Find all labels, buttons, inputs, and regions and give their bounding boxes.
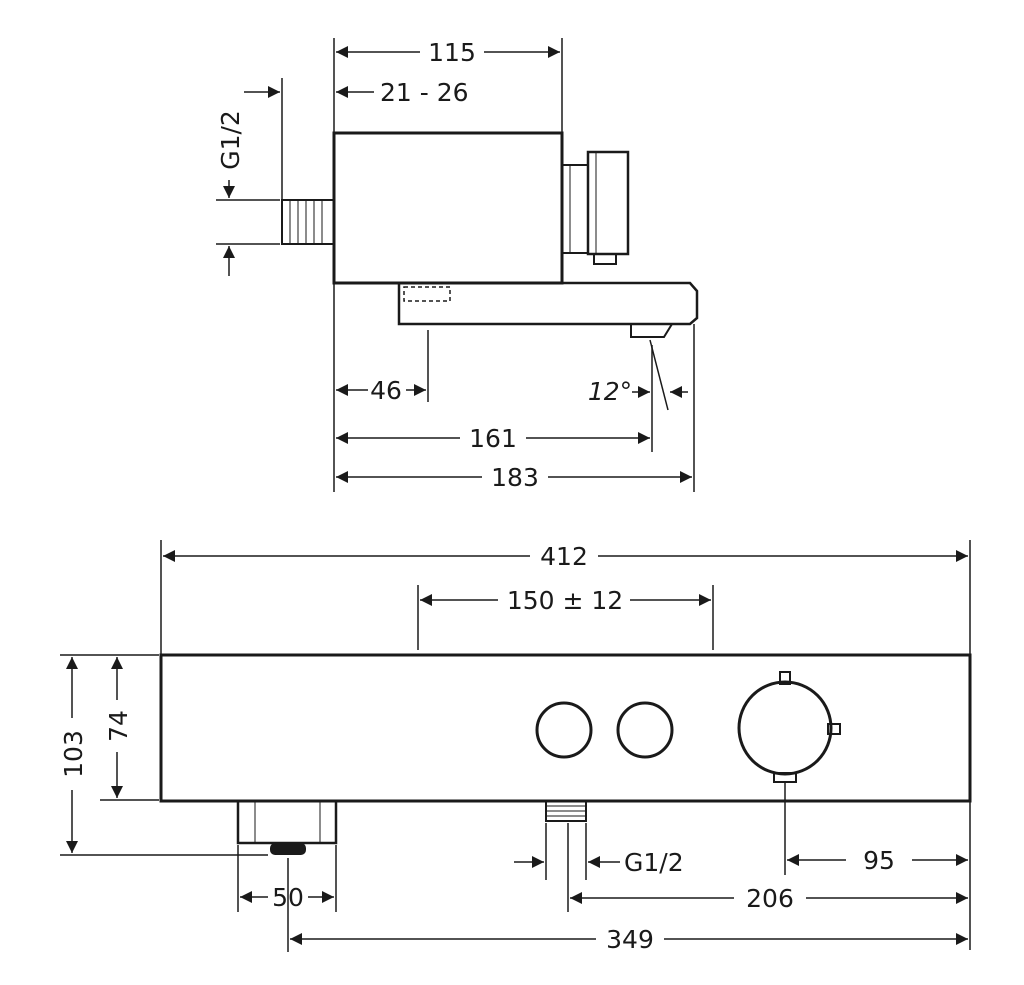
- dim-206-label: 206: [746, 884, 794, 913]
- dim-412: 412: [160, 540, 971, 655]
- thermostat-dial: [737, 671, 841, 783]
- dim-150: 150 ± 12: [417, 585, 714, 650]
- dim-46: 46: [333, 283, 429, 492]
- dim-74: 74: [100, 657, 159, 801]
- dim-161: 161: [336, 345, 653, 453]
- side-inlet-thread: [281, 199, 335, 245]
- dim-183-label: 183: [491, 463, 539, 492]
- dim-161-label: 161: [469, 424, 517, 453]
- side-view: 115 21 - 26 G1/2 46: [216, 38, 699, 492]
- dim-g12-front-label: G1/2: [624, 848, 684, 877]
- dim-21-26-label: 21 - 26: [380, 78, 469, 107]
- dim-103-label: 103: [59, 730, 88, 778]
- dim-412-label: 412: [540, 542, 588, 571]
- dim-115-label: 115: [428, 38, 476, 67]
- front-view: 412 150 ± 12 103 74: [59, 540, 972, 954]
- dim-46-label: 46: [370, 376, 402, 405]
- angle-12: 12°: [588, 339, 688, 411]
- dim-95: 95: [784, 782, 971, 950]
- button-left: [535, 701, 593, 759]
- button-right: [616, 701, 674, 759]
- dim-349: 349: [287, 858, 968, 954]
- dim-150-label: 150 ± 12: [507, 586, 623, 615]
- dim-115: 115: [333, 38, 563, 133]
- angle-12-label: 12°: [588, 377, 632, 406]
- dim-349-label: 349: [606, 925, 654, 954]
- dim-95-label: 95: [863, 846, 895, 875]
- dim-g12-side-label: G1/2: [216, 110, 245, 170]
- side-spout: [334, 281, 699, 338]
- side-body: [332, 131, 564, 285]
- front-body: [159, 653, 972, 803]
- dim-74-label: 74: [104, 710, 133, 742]
- front-inlet-thread: [545, 800, 587, 822]
- side-handle: [561, 150, 630, 265]
- dim-21-26: 21 - 26: [336, 78, 469, 107]
- dim-183: 183: [336, 324, 695, 492]
- dim-206: 206: [567, 823, 968, 913]
- dim-g12-side: G1/2: [216, 78, 283, 276]
- front-outlet: [236, 799, 338, 855]
- dim-g12-front: G1/2: [514, 823, 684, 880]
- dim-103: 103: [59, 654, 268, 856]
